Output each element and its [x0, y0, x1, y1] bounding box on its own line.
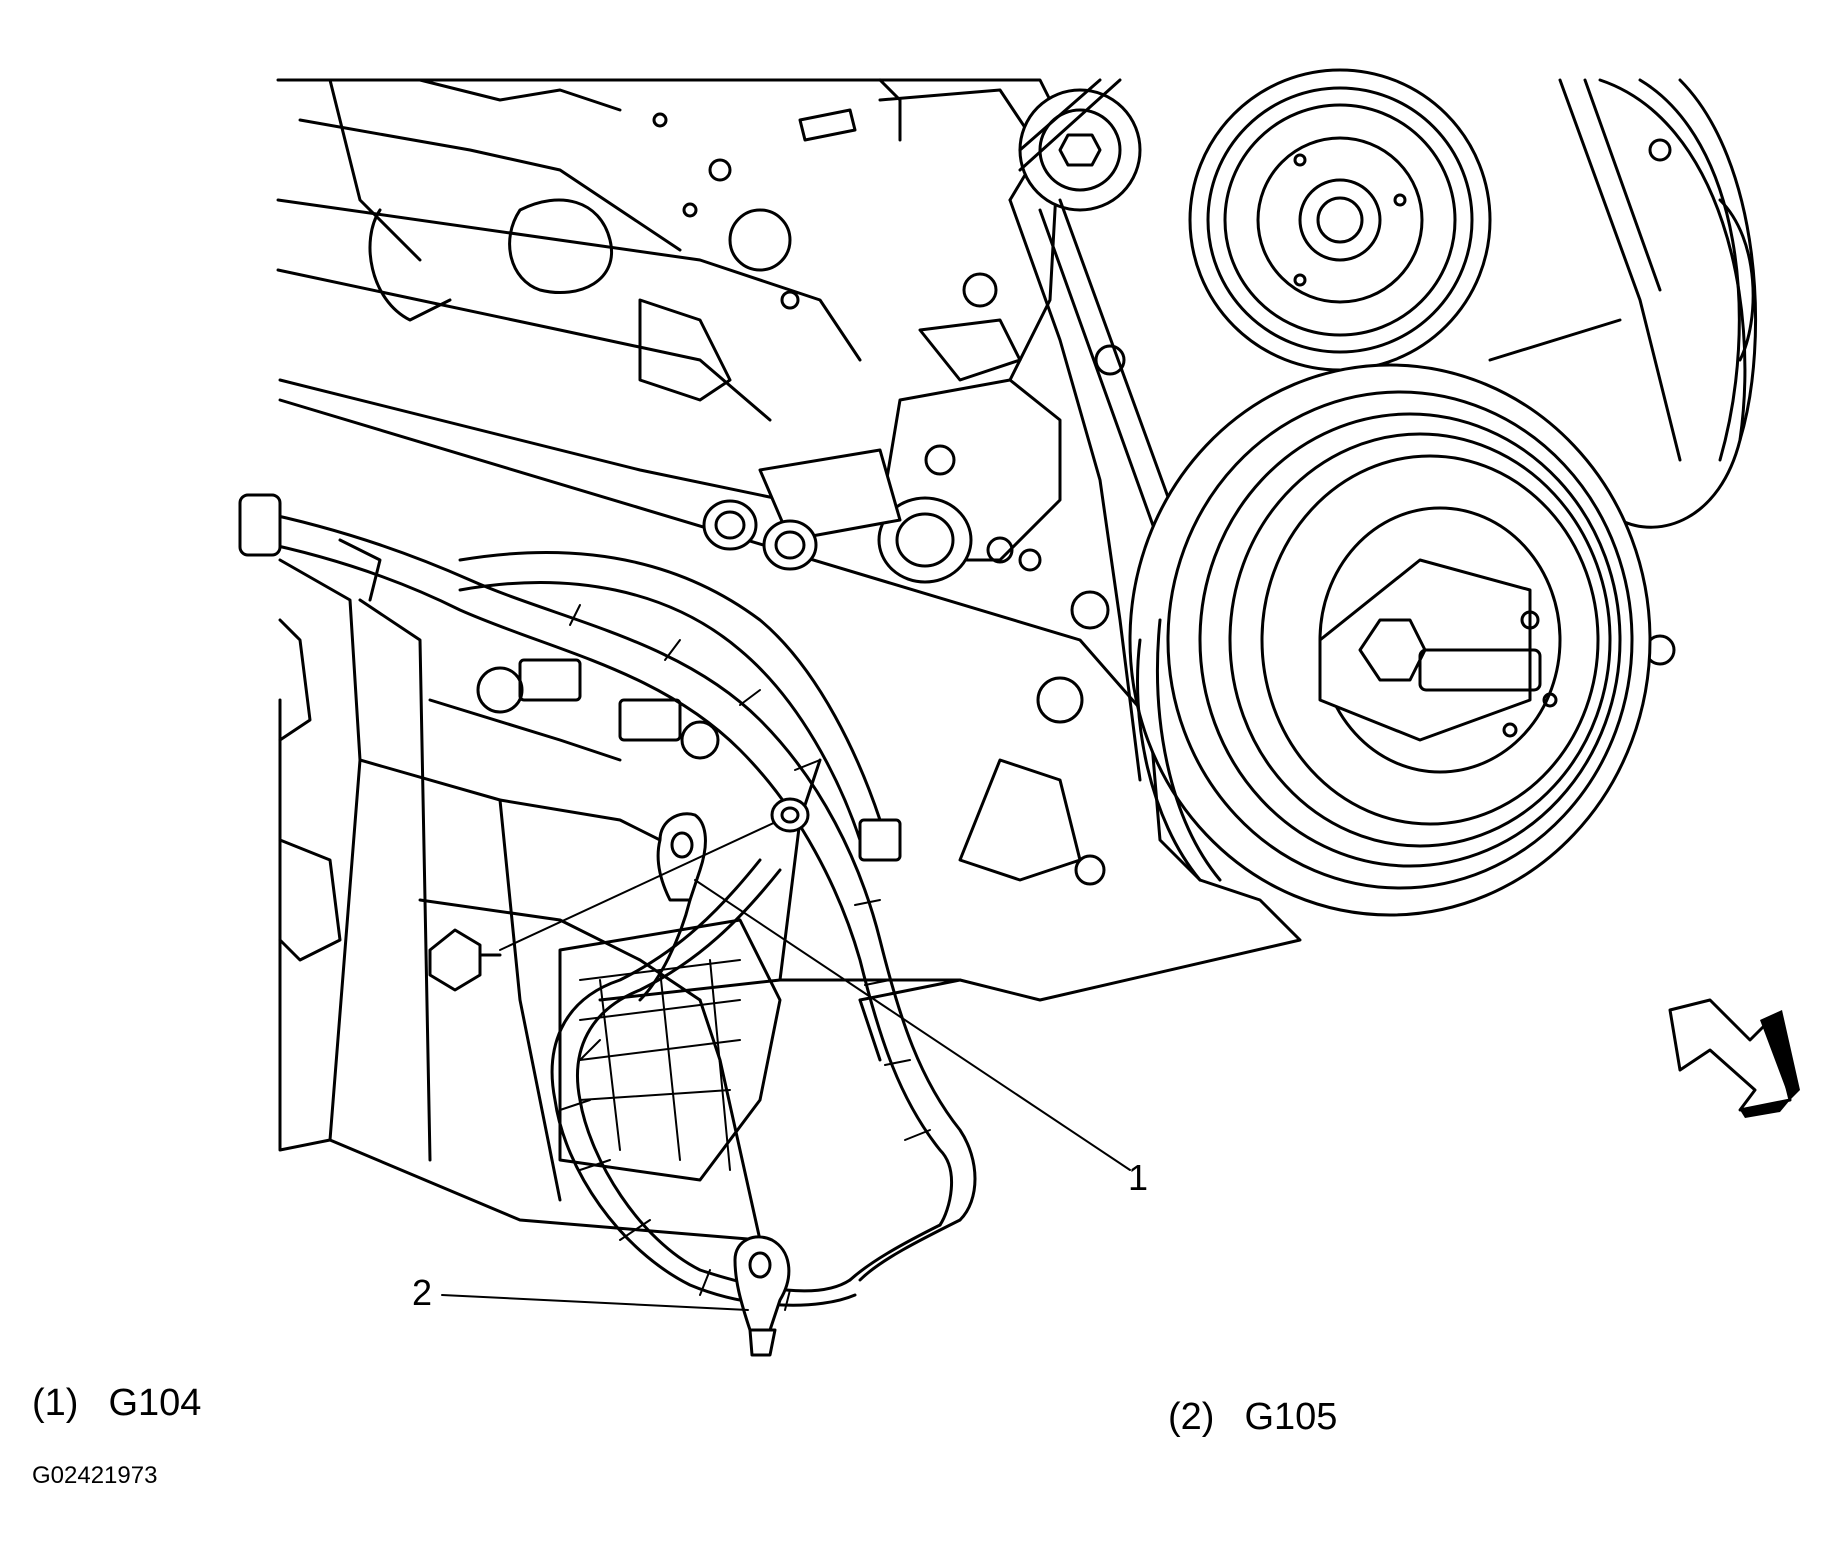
accessory-pulley [1598, 78, 1758, 529]
legend-item-2-number: (2) [1168, 1396, 1215, 1438]
upper-pulley [1188, 68, 1492, 372]
forward-arrow-icon [1668, 998, 1800, 1118]
legend-item-1-text: G104 [108, 1382, 202, 1424]
g105-ground-lug [733, 1235, 791, 1357]
oil-pan [278, 398, 1302, 1242]
callout-2-leader [441, 1294, 749, 1311]
thermostat-housing [702, 318, 1062, 584]
figure-id: G02421973 [32, 1462, 158, 1489]
front-cover [878, 88, 1676, 782]
legend-item-2: (2) G105 [1168, 1396, 1337, 1439]
callout-1-label: 1 [1128, 1157, 1148, 1198]
ground-bolt [428, 797, 810, 992]
legend-item-1-number: (1) [32, 1382, 79, 1424]
callout-1-leader [694, 879, 1131, 1171]
legend-item-1: (1) G104 [32, 1382, 201, 1425]
cylinder-head [276, 78, 1062, 522]
g104-ground-terminal [638, 812, 707, 1002]
legend-item-2-text: G105 [1244, 1396, 1338, 1438]
callout-2-label: 2 [412, 1272, 432, 1313]
crankshaft-balancer [1128, 363, 1652, 917]
